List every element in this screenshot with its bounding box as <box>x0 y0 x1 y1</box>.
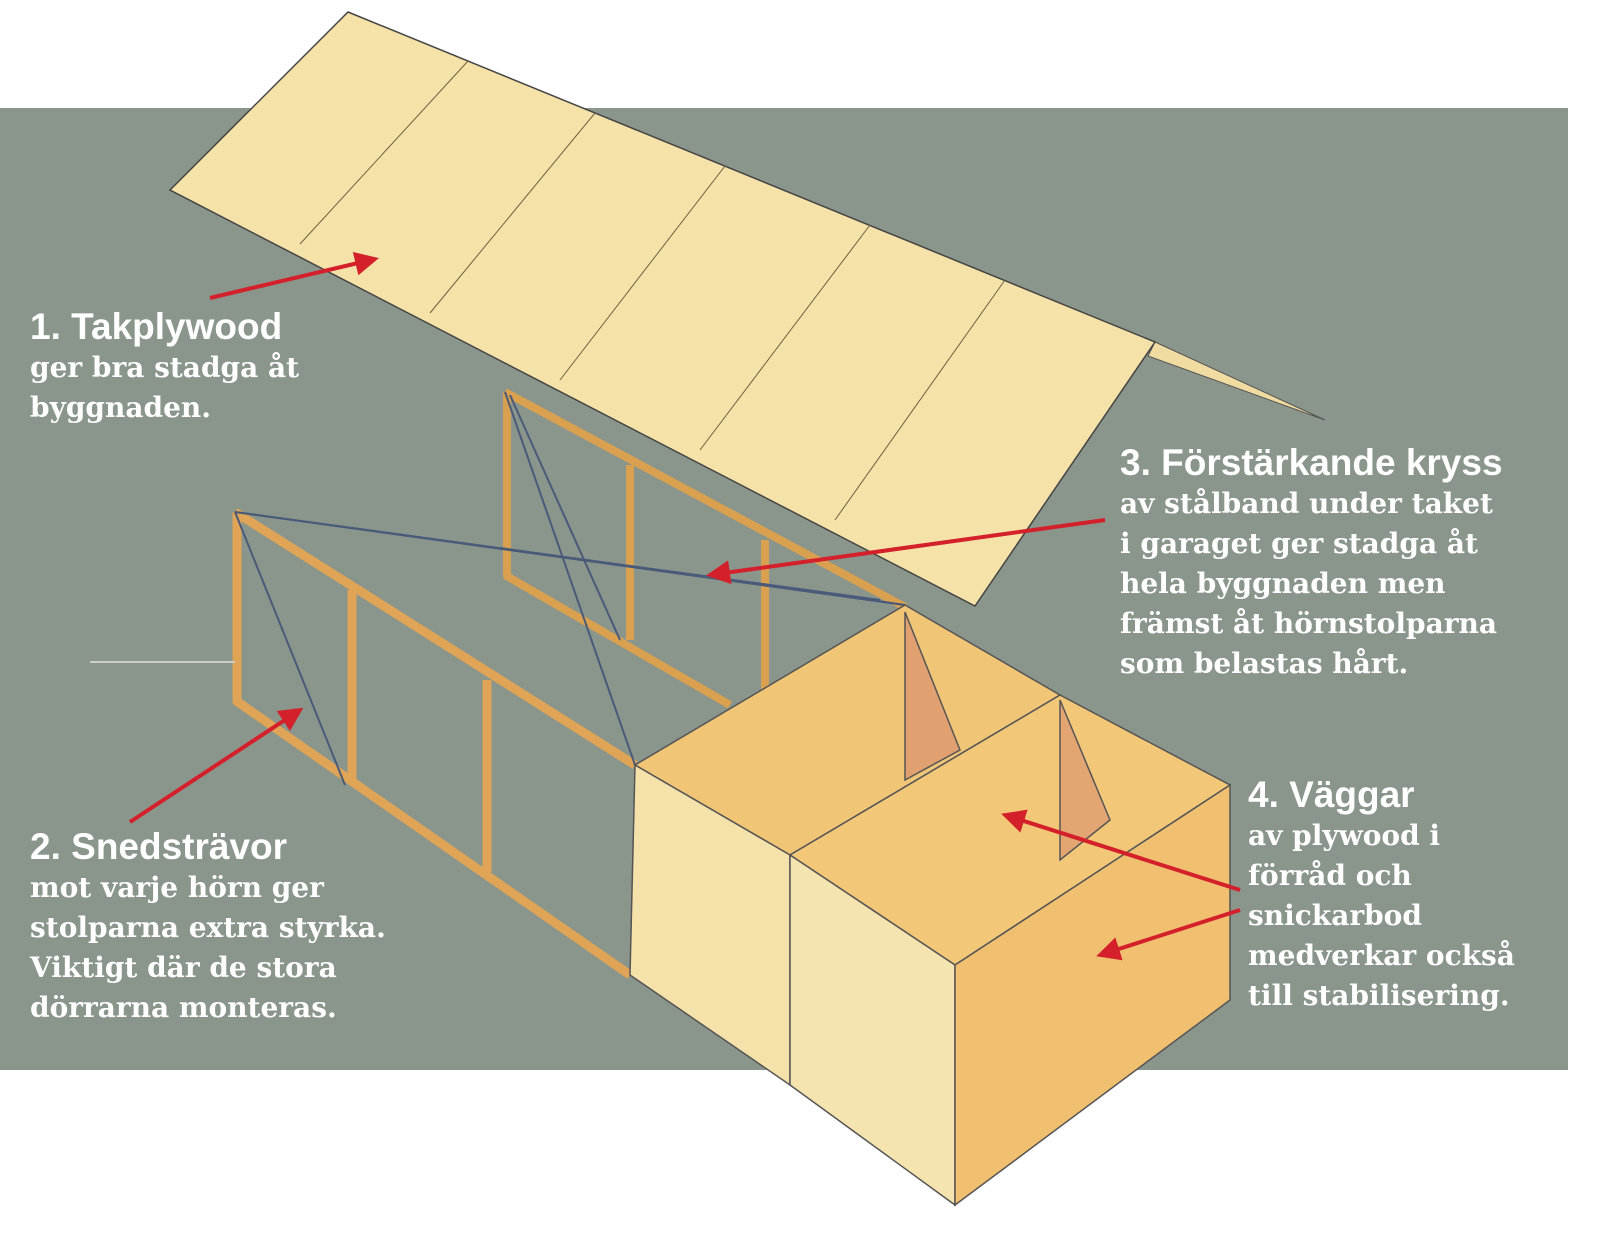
label-roof-plywood: 1. Takplywood ger bra stadga åt byggnade… <box>30 306 299 428</box>
label-title: 2. Snedsträvor <box>30 826 288 867</box>
label-title: 1. Takplywood <box>30 306 283 347</box>
label-diagonal-braces: 2. Snedsträvor mot varje hörn ger stolpa… <box>30 826 386 1028</box>
label-line: stolparna extra styrka. <box>30 911 386 944</box>
label-line: till stabilisering. <box>1248 979 1510 1012</box>
arrow-1 <box>209 251 379 300</box>
label-line: förråd och <box>1248 859 1412 892</box>
label-line: mot varje hörn ger <box>30 871 324 904</box>
arrow-4b <box>1096 908 1241 961</box>
label-line: av plywood i <box>1248 819 1441 852</box>
label-line: hela byggnaden men <box>1120 567 1446 600</box>
label-line: främst åt hörnstolparna <box>1120 607 1497 640</box>
arrow-2 <box>128 707 304 824</box>
label-line: byggnaden. <box>30 391 212 424</box>
label-line: Viktigt där de stora <box>30 951 337 984</box>
arrow-4a <box>1001 809 1241 892</box>
label-line: i garaget ger stadga åt <box>1120 527 1478 560</box>
red-arrows <box>128 251 1241 961</box>
label-title: 3. Förstärkande kryss <box>1120 442 1503 483</box>
roof-plywood <box>168 11 1326 607</box>
label-line: snickarbod <box>1248 899 1422 932</box>
steel-cross-braces <box>234 391 906 786</box>
label-walls: 4. Väggar av plywood i förråd och snicka… <box>1248 774 1515 1016</box>
label-line: av stålband under taket <box>1120 487 1493 520</box>
label-cross-bracing: 3. Förstärkande kryss av stålband under … <box>1120 442 1503 684</box>
back-wall-frame <box>502 388 907 709</box>
label-title: 4. Väggar <box>1248 774 1415 815</box>
label-line: ger bra stadga åt <box>30 351 300 384</box>
label-line: dörrarna monteras. <box>30 991 337 1024</box>
label-line: som belastas hårt. <box>1120 647 1409 680</box>
front-wall-frame <box>232 508 638 979</box>
label-line: medverkar också <box>1248 939 1515 972</box>
arrow-3 <box>706 518 1106 585</box>
